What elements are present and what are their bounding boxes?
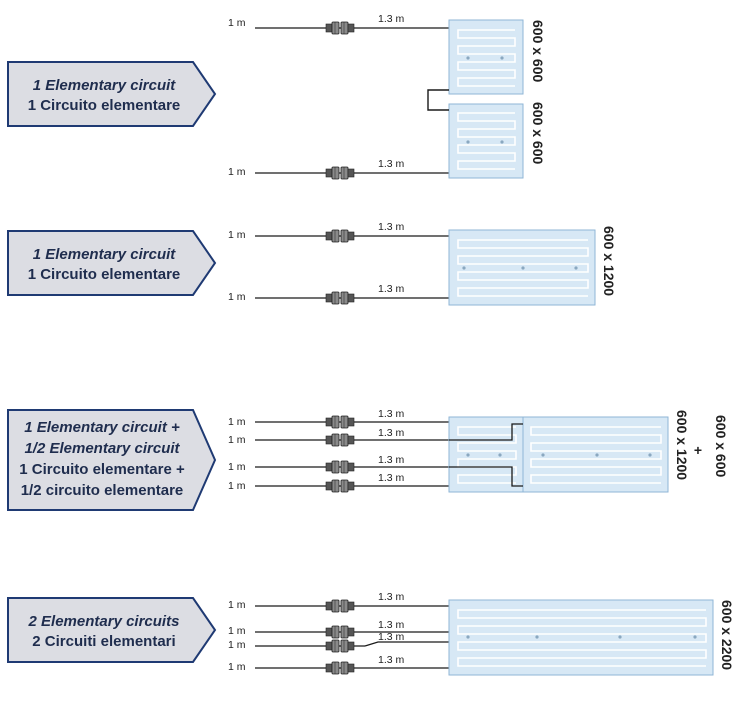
heating-panel <box>448 229 596 306</box>
heating-panel <box>448 103 524 179</box>
banner-line-3: 1 Circuito elementare + <box>19 461 185 478</box>
lead-length-label: 1 m <box>228 229 246 241</box>
lead-length-label: 1 m <box>228 434 246 446</box>
lead-length-label: 1 m <box>228 661 246 673</box>
lead-length-label: 1 m <box>228 639 246 651</box>
lead-length-label: 1 m <box>228 625 246 637</box>
banner-line-4: 1/2 circuito elementare <box>21 482 184 499</box>
section-4: 2 Elementary circuits 2 Circuiti element… <box>7 591 735 676</box>
cable-length-label: 1.3 m <box>378 13 405 25</box>
cable-length-label: 1.3 m <box>378 427 405 439</box>
banner-line-2: 2 Circuiti elementari <box>32 633 175 650</box>
banner: 1 Elementary circuit 1 Circuito elementa… <box>7 61 217 127</box>
cable-length-label: 1.3 m <box>378 454 405 466</box>
wire-3: 1 m 1.3 m <box>228 631 449 653</box>
heating-panel <box>448 19 524 95</box>
cable-length-label: 1.3 m <box>378 283 405 295</box>
wire-1: 1 m 1.3 m <box>228 408 449 429</box>
wire-4: 1 m 1.3 m <box>228 654 449 675</box>
wire-3: 1 m 1.3 m <box>228 454 449 474</box>
cable-length-label: 1.3 m <box>378 654 405 666</box>
lead-length-label: 1 m <box>228 599 246 611</box>
lead-length-label: 1 m <box>228 461 246 473</box>
lead-length-label: 1 m <box>228 291 246 303</box>
panel-link-wire <box>449 423 523 441</box>
banner: 1 Elementary circuit 1 Circuito elementa… <box>7 230 217 296</box>
cable-length-label: 1.3 m <box>378 591 405 603</box>
banner-line-1: 1 Elementary circuit <box>33 246 177 263</box>
cable-length-label: 1.3 m <box>378 158 405 170</box>
section-3: 1 Elementary circuit + 1/2 Elementary ci… <box>7 408 729 511</box>
cable-length-label: 1.3 m <box>378 221 405 233</box>
banner: 1 Elementary circuit + 1/2 Elementary ci… <box>7 409 217 511</box>
panel-link-wire <box>449 466 523 487</box>
cable-length-label: 1.3 m <box>378 408 405 420</box>
banner-line-1: 1 Elementary circuit <box>33 77 177 94</box>
section-1: 1 Elementary circuit 1 Circuito elementa… <box>7 13 546 180</box>
heating-panel <box>448 599 714 676</box>
banner-line-1: 1 Elementary circuit + <box>24 419 180 436</box>
banner-line-1: 2 Elementary circuits <box>28 613 180 630</box>
wire-2: 1 m 1.3 m <box>228 158 449 180</box>
panel-link-wire <box>427 89 449 111</box>
panel-dimension: 600 x 600 <box>530 102 546 164</box>
section-2: 1 Elementary circuit 1 Circuito elementa… <box>7 221 617 306</box>
lead-length-label: 1 m <box>228 416 246 428</box>
banner-line-2: 1 Circuito elementare <box>28 97 181 114</box>
wire-4: 1 m 1.3 m <box>228 472 449 493</box>
wire-2: 1 m 1.3 m <box>228 619 449 639</box>
heating-panel <box>522 416 669 493</box>
wire-1: 1 m 1.3 m <box>228 591 449 613</box>
cable-length-label: 1.3 m <box>378 619 405 631</box>
banner: 2 Elementary circuits 2 Circuiti element… <box>7 597 217 663</box>
panel-dimension: 600 x 1200 <box>601 226 617 296</box>
panel-dimension: 600 x 2200 <box>719 600 735 670</box>
wire-2: 1 m 1.3 m <box>228 283 449 305</box>
lead-length-label: 1 m <box>228 166 246 178</box>
banner-line-2: 1/2 Elementary circuit <box>24 440 180 457</box>
plus-sign: + <box>694 442 702 458</box>
heating-panel <box>448 416 524 493</box>
lead-length-label: 1 m <box>228 17 246 29</box>
banner-line-2: 1 Circuito elementare <box>28 266 181 283</box>
wire-1: 1 m 1.3 m <box>228 221 449 243</box>
panel-dimension: 600 x 600 <box>713 415 729 477</box>
cable-length-label: 1.3 m <box>378 631 405 643</box>
panel-dimension: 600 x 600 <box>530 20 546 82</box>
lead-length-label: 1 m <box>228 480 246 492</box>
wire-1: 1 m 1.3 m <box>228 13 449 35</box>
panel-dimension: 600 x 1200 <box>674 410 690 480</box>
wire-2: 1 m 1.3 m <box>228 427 449 447</box>
cable-length-label: 1.3 m <box>378 472 405 484</box>
